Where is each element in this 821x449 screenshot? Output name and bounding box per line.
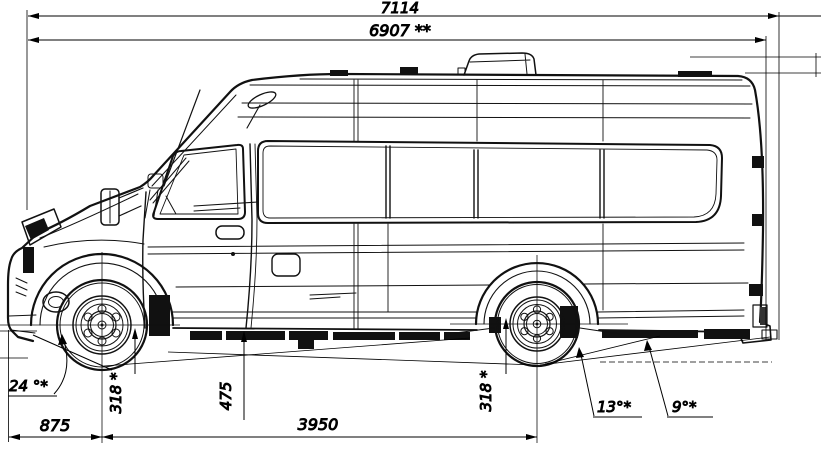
a-pillar-inner bbox=[151, 94, 237, 187]
front-overhang-dim: 875 bbox=[40, 416, 71, 435]
window-pillar-1 bbox=[385, 145, 391, 219]
rear-wheel bbox=[450, 255, 628, 443]
cab-door-rear-edge bbox=[245, 143, 253, 329]
underbody-step bbox=[190, 329, 750, 349]
arrowheads bbox=[9, 13, 779, 440]
seat-headrest bbox=[147, 173, 164, 189]
mirror-arm bbox=[118, 187, 144, 217]
roof-nubs bbox=[330, 67, 712, 77]
rear-hinges bbox=[749, 156, 764, 296]
rear-lamp-fill bbox=[760, 307, 766, 325]
waist-crease bbox=[147, 242, 745, 255]
body-seam-b bbox=[353, 79, 359, 330]
approach-line bbox=[32, 334, 113, 371]
front-mudflap bbox=[149, 295, 170, 336]
steering-wheel bbox=[247, 91, 277, 109]
front-clearance-dim: 318 * bbox=[107, 372, 125, 413]
grille-hatch bbox=[15, 277, 28, 297]
ramp-leader bbox=[579, 349, 595, 417]
body-outline bbox=[6, 72, 765, 343]
front-wheel-centerlines bbox=[0, 252, 180, 443]
window-pillar-2 bbox=[473, 149, 479, 219]
roof-crease-3 bbox=[237, 116, 751, 119]
side-badge bbox=[309, 292, 357, 300]
bumper-lines bbox=[8, 314, 37, 334]
seat-back bbox=[144, 189, 177, 219]
leaf-spring bbox=[454, 327, 621, 335]
body-length-dim: 6907 ** bbox=[369, 21, 431, 40]
mirror bbox=[100, 188, 120, 226]
cab-door-rear-edge2 bbox=[250, 143, 258, 329]
antenna bbox=[163, 89, 201, 187]
middle-clearance-dim: 475 bbox=[217, 382, 235, 411]
rear-lamp bbox=[752, 304, 768, 328]
wheelbase-dim: 3950 bbox=[298, 415, 339, 434]
roof-crease-2 bbox=[241, 102, 753, 105]
extension-lines bbox=[8, 10, 821, 442]
door-badge bbox=[193, 201, 259, 212]
tow-hitch bbox=[761, 329, 778, 340]
overall-length-dim: 7114 bbox=[381, 0, 419, 17]
door-window bbox=[152, 143, 246, 220]
door-lock bbox=[231, 252, 235, 256]
door-handle bbox=[215, 225, 245, 240]
front-wheel bbox=[0, 252, 180, 443]
roof-vent-lines bbox=[469, 53, 531, 75]
door-window-inner bbox=[159, 148, 239, 215]
roof-crease-1 bbox=[249, 84, 751, 87]
approach-ref-lines bbox=[0, 330, 37, 359]
fender-crease bbox=[43, 239, 145, 248]
departure-leader bbox=[647, 342, 669, 417]
rocker-crease bbox=[171, 309, 745, 319]
steering-column bbox=[246, 104, 261, 129]
mid-crease bbox=[175, 282, 749, 288]
grille-dark bbox=[23, 247, 34, 273]
ramp-lines bbox=[103, 337, 537, 367]
rear-clearance-dim: 318 * bbox=[477, 370, 495, 411]
departure-line-9 bbox=[539, 336, 771, 366]
sill-front bbox=[172, 327, 478, 331]
rear-mudflap bbox=[560, 306, 578, 338]
rear-wheel-centerlines bbox=[450, 255, 628, 443]
ramp-angle-label: 13°* bbox=[597, 398, 632, 416]
approach-arc bbox=[53, 337, 68, 395]
roof-vent bbox=[463, 52, 537, 76]
headlight bbox=[21, 208, 62, 246]
headlight-fill bbox=[25, 218, 49, 240]
body-seam-c bbox=[476, 79, 604, 311]
roof-vent-lip bbox=[457, 67, 466, 76]
window-pillar-3 bbox=[599, 149, 605, 219]
fog-lamp bbox=[42, 291, 70, 313]
roof-inner-edge bbox=[299, 78, 743, 81]
departure-angle-label: 9°* bbox=[672, 398, 697, 416]
fuel-cap bbox=[271, 253, 301, 277]
cab-door-front-edge bbox=[142, 191, 147, 329]
approach-angle-label: 24 °* bbox=[9, 377, 48, 395]
departure-line-13 bbox=[544, 335, 661, 365]
side-windows bbox=[257, 140, 723, 224]
side-windows-inner bbox=[262, 145, 718, 219]
